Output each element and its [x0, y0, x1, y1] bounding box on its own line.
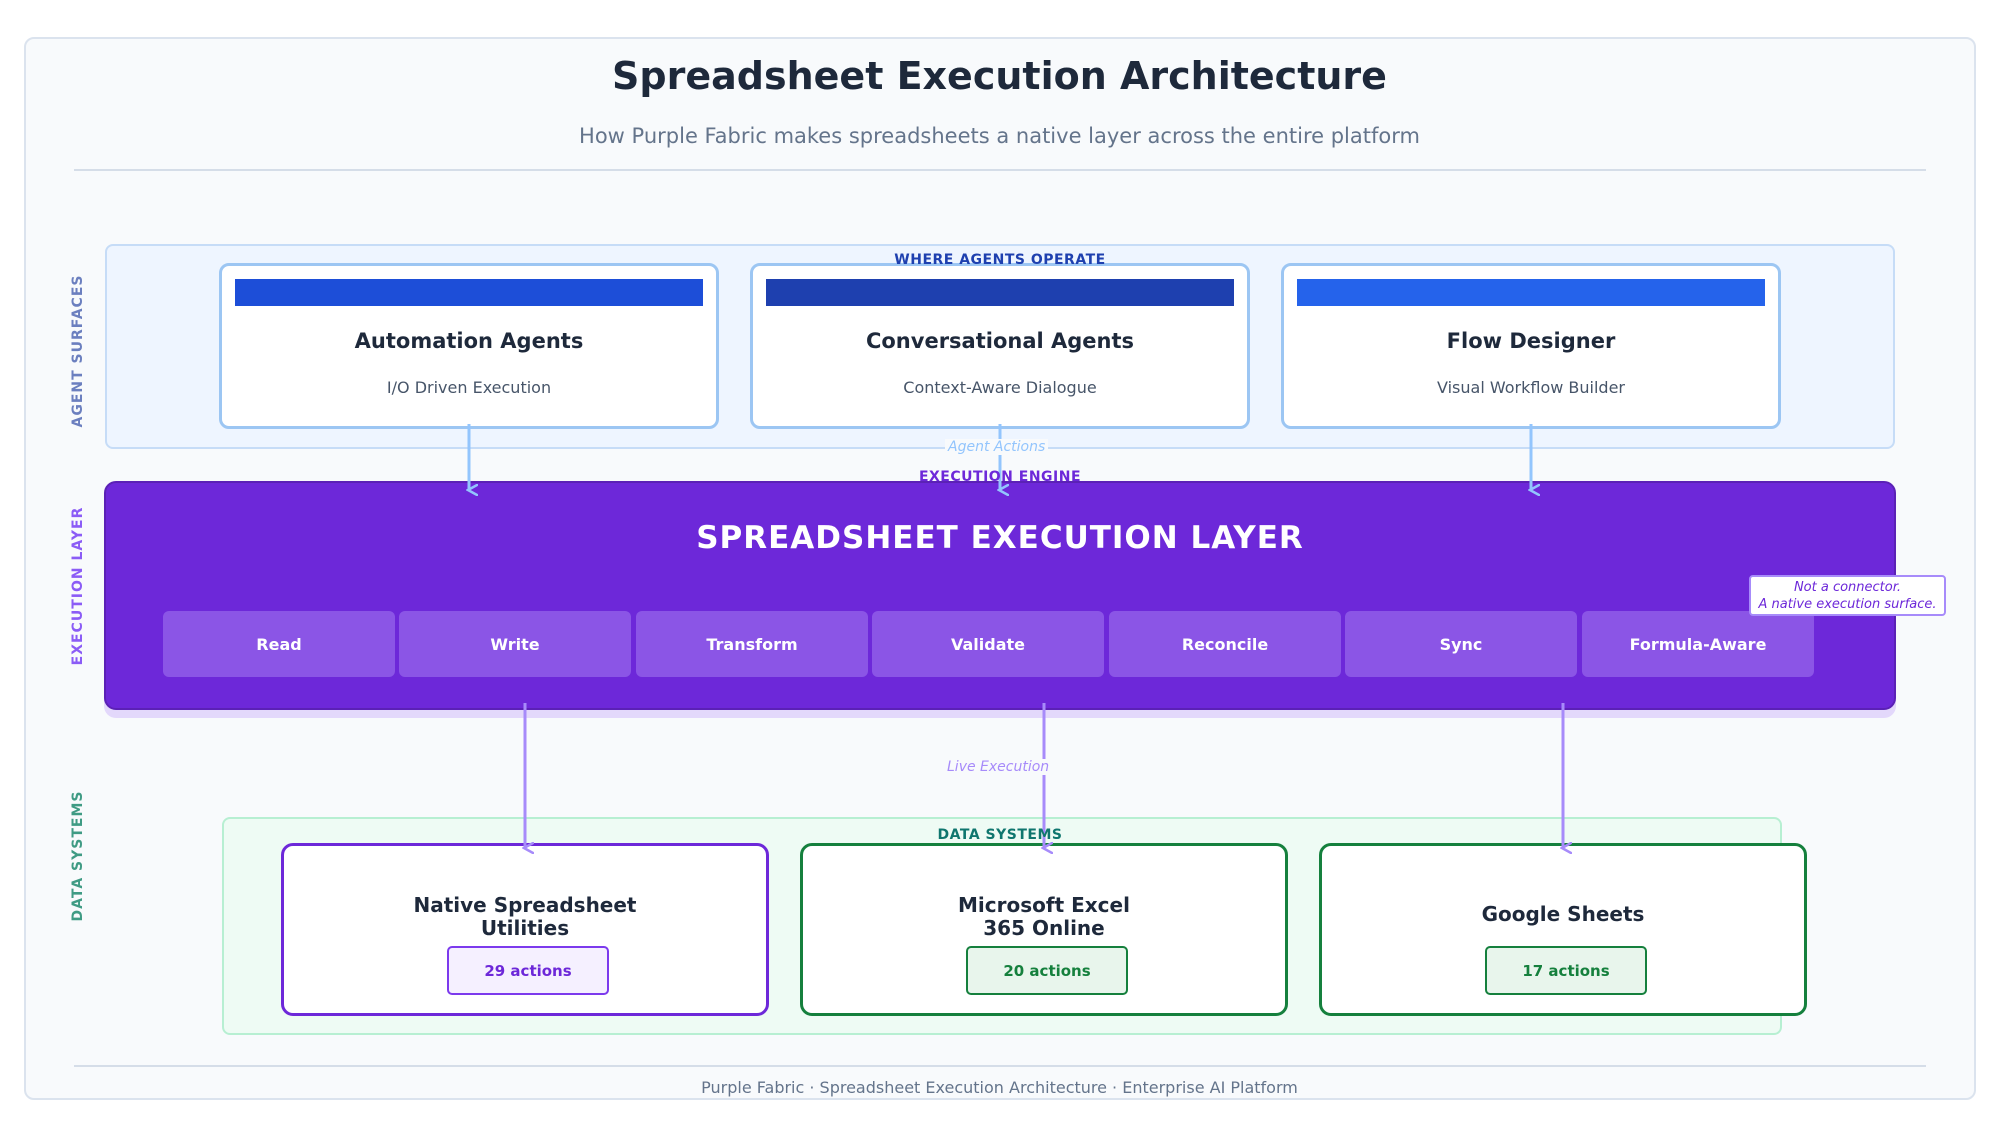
page-subtitle: How Purple Fabric makes spreadsheets a n…: [579, 124, 1420, 148]
actions-count-badge: 20 actions: [966, 946, 1128, 995]
agent-band-label: WHERE AGENTS OPERATE: [894, 252, 1106, 268]
footer-text: Purple Fabric · Spreadsheet Execution Ar…: [701, 1078, 1298, 1097]
card-header-bar: [766, 279, 1234, 306]
actions-count-badge: 17 actions: [1485, 946, 1647, 995]
data-band-label: DATA SYSTEMS: [937, 827, 1063, 843]
agent-card-description: Context-Aware Dialogue: [903, 378, 1097, 397]
page-title: Spreadsheet Execution Architecture: [612, 54, 1387, 98]
agent-card-title: Automation Agents: [354, 329, 584, 353]
header-divider: [74, 169, 1926, 171]
agent-actions-label: Agent Actions: [945, 439, 1049, 455]
note-line-1: Not a connector.: [1793, 580, 1902, 595]
data-card-title: Google Sheets: [1481, 902, 1645, 926]
agent-card-title: Conversational Agents: [865, 329, 1135, 353]
note-line-2: A native execution surface.: [1758, 597, 1937, 612]
data-card-google-sheets[interactable]: Google Sheets 17 actions: [1319, 843, 1807, 1016]
data-card-title-line-2: 365 Online: [983, 916, 1105, 940]
agent-card-title: Flow Designer: [1446, 329, 1616, 353]
card-header-bar: [1297, 279, 1765, 306]
execution-engine-label: EXECUTION ENGINE: [918, 469, 1082, 485]
card-header-bar: [235, 279, 703, 306]
capability-reconcile[interactable]: Reconcile: [1109, 611, 1341, 677]
capability-read[interactable]: Read: [163, 611, 395, 677]
footer-divider: [74, 1065, 1926, 1067]
agent-card-description: Visual Workflow Builder: [1437, 378, 1625, 397]
capability-formula-aware[interactable]: Formula-Aware: [1582, 611, 1814, 677]
data-card-excel-365[interactable]: Microsoft Excel 365 Online 20 actions: [800, 843, 1288, 1016]
native-surface-note: Not a connector. A native execution surf…: [1749, 575, 1946, 616]
execution-layer-title: SPREADSHEET EXECUTION LAYER: [696, 520, 1304, 556]
data-card-native-utilities[interactable]: Native Spreadsheet Utilities 29 actions: [281, 843, 769, 1016]
data-card-title: Microsoft Excel 365 Online: [803, 894, 1285, 940]
agent-card-automation[interactable]: Automation Agents I/O Driven Execution: [219, 263, 719, 429]
agent-card-description: I/O Driven Execution: [386, 378, 552, 397]
agent-card-flow-designer[interactable]: Flow Designer Visual Workflow Builder: [1281, 263, 1781, 429]
capability-write[interactable]: Write: [399, 611, 631, 677]
data-card-title-line-1: Microsoft Excel: [958, 893, 1130, 917]
capability-validate[interactable]: Validate: [872, 611, 1104, 677]
agent-card-conversational[interactable]: Conversational Agents Context-Aware Dial…: [750, 263, 1250, 429]
data-card-title: Native Spreadsheet Utilities: [284, 894, 766, 940]
capability-sync[interactable]: Sync: [1345, 611, 1577, 677]
actions-count-badge: 29 actions: [447, 946, 609, 995]
capability-transform[interactable]: Transform: [636, 611, 868, 677]
data-card-title-line-2: Utilities: [480, 916, 570, 940]
data-card-title-line-1: Native Spreadsheet: [413, 893, 637, 917]
live-execution-label: Live Execution: [944, 759, 1053, 775]
